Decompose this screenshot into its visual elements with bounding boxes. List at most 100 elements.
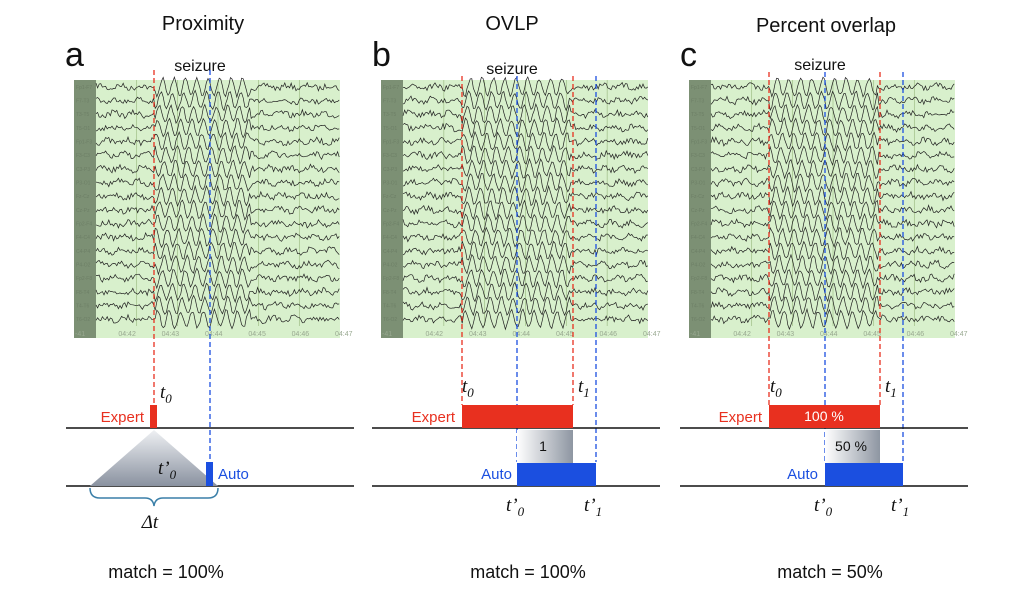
eeg-trace (95, 199, 340, 221)
eeg-time-tick: 04:47 (950, 331, 968, 338)
eeg-trace (402, 144, 649, 165)
eeg-time-tick: 04:45 (863, 331, 881, 338)
eeg-trace (95, 117, 340, 140)
eeg-channel-label: T4-T6 (76, 304, 90, 310)
eeg-trace (402, 280, 649, 303)
eeg-trace (710, 171, 955, 194)
panel-b: OVLP b seizure Fp1-F7F7-T3T3-T5T5-O1Fp1-… (372, 13, 661, 582)
eeg-trace (710, 131, 955, 153)
eeg-channel-label: F3-C3 (691, 153, 705, 159)
eeg-channel-label: T5-O1 (691, 126, 705, 132)
eeg-channel-label: C4-P4 (383, 249, 397, 255)
eeg-channel-label: T5-O1 (76, 126, 90, 132)
panel-c-title: Percent overlap (756, 15, 896, 37)
eeg-trace (95, 184, 340, 208)
eeg-trace (95, 89, 340, 112)
eeg-channel-label: T4-T6 (691, 304, 705, 310)
eeg-channel-label: Fp1-F7 (383, 85, 399, 91)
panel-b-letter: b (372, 36, 391, 74)
auto-interval-bar (825, 463, 903, 486)
panel-a-title: Proximity (162, 13, 244, 35)
eeg-channel-label: F3-C3 (383, 153, 397, 159)
eeg-channel-label: Fp2-F4 (383, 222, 399, 228)
eeg-time-tick: 04:42 (426, 331, 444, 338)
eeg-trace (710, 90, 955, 112)
panel-a: Proximity a seizure Fp1-F7F7-T3T3-T5T5-O… (65, 13, 354, 582)
expert-value: 100 % (804, 408, 844, 424)
eeg-channel-label: Fp1-F3 (691, 140, 707, 146)
eeg-trace (95, 240, 340, 262)
eeg-channel-label: Fz-Cz (383, 194, 397, 200)
eeg-channel-label: F8-T4 (383, 290, 397, 296)
eeg-trace (402, 240, 648, 261)
eeg-trace (710, 307, 955, 331)
eeg-trace (95, 75, 340, 99)
eeg-label-column (689, 80, 711, 338)
eeg-time-tick: 04:45 (556, 331, 574, 338)
t0-prime-label: t’0 (158, 458, 177, 482)
panel-c-letter: c (680, 36, 697, 74)
eeg-channel-label: T3-T5 (76, 112, 90, 118)
tolerance-triangle (90, 430, 218, 486)
eeg-trace (402, 184, 649, 208)
panel-c-match: match = 50% (777, 562, 883, 582)
eeg-trace (402, 198, 649, 221)
eeg-trace (710, 199, 955, 221)
eeg-channel-label: Fz-Cz (691, 194, 705, 200)
eeg-trace (402, 253, 648, 276)
eeg-trace (402, 117, 649, 139)
panel-a-letter: a (65, 36, 84, 74)
eeg-trace (402, 295, 648, 317)
eeg-trace (95, 294, 340, 315)
eeg-trace (95, 212, 340, 234)
eeg-channel-label: C4-P4 (691, 249, 705, 255)
eeg-trace (95, 254, 340, 276)
eeg-label-column (74, 80, 96, 338)
eeg-time-tick: -41 (382, 331, 392, 338)
eeg-channel-label: Cz-Pz (383, 208, 397, 214)
panel-a-seizure-label: seizure (174, 58, 226, 75)
eeg-trace (402, 308, 649, 331)
eeg-trace (402, 226, 648, 248)
t1-prime-label: t’1 (891, 495, 909, 519)
eeg-channel-label: Fp1-F3 (383, 140, 399, 146)
panel-c-eeg-plot: Fp1-F7F7-T3T3-T5T5-O1Fp1-F3F3-C3C3-P3P3-… (689, 76, 968, 338)
t1-label: t1 (885, 376, 897, 400)
eeg-trace (710, 117, 955, 139)
overlap-region (517, 430, 573, 463)
t0-label: t0 (160, 382, 172, 406)
eeg-time-tick: 04:44 (513, 331, 531, 338)
eeg-channel-label: F4-C4 (76, 235, 90, 241)
eeg-trace (710, 281, 955, 303)
eeg-channel-label: P4-O2 (76, 263, 91, 269)
eeg-trace (95, 282, 340, 304)
eeg-channel-label: T4-T6 (383, 304, 397, 310)
eeg-channel-label: P4-O2 (691, 263, 706, 269)
eeg-channel-label: P3-O1 (383, 181, 398, 187)
auto-label: Auto (481, 466, 512, 483)
eeg-background (381, 80, 648, 338)
expert-interval-bar (769, 405, 880, 428)
t0-prime-label: t’0 (814, 495, 833, 519)
eeg-trace (710, 253, 955, 276)
auto-label: Auto (787, 466, 818, 483)
eeg-channel-label: C4-P4 (76, 249, 90, 255)
eeg-channel-label: Fp1-F3 (76, 140, 92, 146)
eeg-trace (402, 130, 649, 153)
eeg-time-tick: 04:47 (643, 331, 661, 338)
eeg-trace (95, 159, 340, 180)
panel-c-seizure-label: seizure (794, 57, 846, 74)
eeg-channel-label: Fp2-F8 (691, 276, 707, 282)
eeg-channel-label: T5-O1 (383, 126, 397, 132)
delta-t-label: Δt (141, 512, 159, 533)
eeg-channel-label: P3-O1 (691, 181, 706, 187)
eeg-channel-label: Cz-Pz (76, 208, 90, 214)
panel-a-eeg-plot: Fp1-F7F7-T3T3-T5T5-O1Fp1-F3F3-C3C3-P3P3-… (74, 75, 353, 338)
eeg-channel-label: T6-O2 (76, 317, 90, 323)
eeg-trace (710, 76, 955, 98)
eeg-channel-label: Fp1-F7 (691, 85, 707, 91)
eeg-channel-label: P3-O1 (76, 181, 91, 187)
t1-prime-label: t’1 (584, 495, 602, 519)
eeg-channel-label: Cz-Pz (691, 208, 705, 214)
eeg-trace (710, 212, 955, 234)
